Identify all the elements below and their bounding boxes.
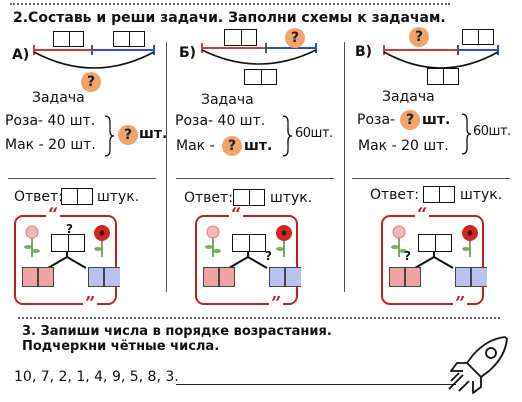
scheme-b — [201, 43, 317, 65]
task-label-a: Задача — [32, 90, 85, 106]
top-dotted-line — [10, 3, 450, 5]
total-b: 60шт. — [295, 126, 333, 141]
question-icon-b-poppy: ? — [222, 136, 242, 156]
rose-icon — [391, 225, 407, 257]
task3-title-line2: Подчеркни чётные числа. — [22, 339, 220, 354]
rose-unit-c: шт. — [422, 112, 451, 128]
open-quote: “ — [229, 204, 244, 225]
rose-icon — [205, 225, 221, 257]
rocket-icon — [448, 336, 508, 394]
card-cell-red-1[interactable] — [203, 267, 219, 287]
answer-box-c2[interactable] — [427, 68, 459, 85]
scheme-card-1: “ ” ? — [14, 206, 120, 313]
rose-line-b: Роза- 40 шт. — [175, 113, 266, 129]
answer-label-b: Ответ: — [184, 190, 233, 206]
card-cell-red-1[interactable] — [22, 267, 38, 287]
answer-box-c1[interactable] — [462, 29, 494, 45]
answer-unit-a: штук. — [97, 189, 140, 205]
rose-line-c-label: Роза- — [357, 112, 396, 128]
card-cell-red-2[interactable] — [405, 267, 421, 287]
question-icon-c: ? — [409, 27, 429, 47]
brace-c — [461, 113, 472, 155]
card-sum-box[interactable] — [418, 234, 452, 252]
open-quote: “ — [415, 204, 430, 225]
scheme-card-2: “ ” ? — [195, 206, 301, 313]
close-quote: ” — [83, 293, 98, 314]
card-cell-blue-2[interactable] — [471, 267, 487, 287]
column-divider-2 — [344, 42, 345, 292]
column-divider-1 — [166, 42, 167, 292]
divider-a — [8, 178, 156, 179]
task3-title-line1: 3. Запиши числа в порядке возрастания. — [22, 324, 332, 339]
scheme-a — [33, 45, 155, 69]
task-label-b: Задача — [201, 92, 254, 108]
letter-a: А) — [12, 47, 30, 63]
task3-answer-line[interactable] — [176, 384, 456, 385]
answer-unit-b: штук. — [270, 190, 313, 206]
poppy-unit-b: шт. — [244, 138, 273, 154]
poppy-line-a: Мак - 20 шт. — [5, 137, 96, 153]
rose-line-a: Роза- 40 шт. — [5, 113, 96, 129]
answer-unit-c: штук. — [460, 187, 503, 203]
sum-unit-a: шт. — [139, 126, 168, 142]
poppy-line-b-label: Мак - — [176, 138, 215, 154]
card-sum-box[interactable] — [51, 234, 85, 252]
answer-input-b[interactable] — [233, 189, 265, 206]
mid-dotted-line — [18, 317, 500, 319]
question-icon-a-sum: ? — [118, 125, 138, 145]
answer-box-a1[interactable] — [53, 31, 84, 47]
answer-box-a2[interactable] — [113, 31, 145, 47]
card-cell-red-1[interactable] — [389, 267, 405, 287]
letter-b: Б) — [179, 45, 197, 61]
close-quote: ” — [453, 293, 468, 314]
card-question-mark: ? — [404, 249, 411, 263]
card-cell-red-2[interactable] — [38, 267, 54, 287]
poppy-icon — [276, 225, 292, 257]
answer-input-a[interactable] — [61, 188, 93, 205]
card-cell-blue-2[interactable] — [104, 267, 120, 287]
open-quote: “ — [46, 204, 61, 225]
answer-label-c: Ответ: — [370, 187, 419, 203]
rose-icon — [24, 225, 40, 257]
card-branch — [47, 251, 87, 269]
answer-input-c[interactable] — [423, 186, 455, 203]
task-label-c: Задача — [382, 89, 435, 105]
card-cell-blue-2[interactable] — [285, 267, 301, 287]
close-quote: ” — [269, 293, 284, 314]
card-question-mark: ? — [265, 249, 272, 263]
answer-box-b2[interactable] — [244, 69, 277, 85]
question-icon-b: ? — [285, 28, 305, 48]
card-branch — [228, 251, 268, 269]
answer-box-b1[interactable] — [224, 29, 257, 46]
total-c: 60шт. — [473, 124, 511, 139]
card-sum-box[interactable] — [232, 234, 266, 252]
poppy-icon — [462, 225, 478, 257]
poppy-line-c: Мак - 20 шт. — [358, 138, 449, 154]
poppy-icon — [94, 225, 110, 257]
question-icon-c-rose: ? — [400, 110, 420, 130]
task3-title: 3. Запиши числа в порядке возрастания. П… — [22, 324, 332, 354]
card-question-mark: ? — [66, 222, 73, 236]
scheme-c — [383, 45, 499, 69]
brace-b — [282, 115, 293, 157]
question-icon-a: ? — [81, 72, 101, 92]
divider-c — [352, 178, 510, 179]
card-cell-red-2[interactable] — [219, 267, 235, 287]
scheme-card-3: “ ” ? — [381, 206, 487, 313]
divider-b — [176, 178, 334, 179]
card-cell-blue-1[interactable] — [269, 267, 285, 287]
card-cell-blue-1[interactable] — [455, 267, 471, 287]
card-cell-blue-1[interactable] — [88, 267, 104, 287]
task3-numbers: 10, 7, 2, 1, 4, 9, 5, 8, 3. — [14, 369, 179, 385]
letter-c: В) — [355, 44, 373, 60]
answer-label-a: Ответ: — [14, 189, 63, 205]
card-branch — [414, 251, 454, 269]
task2-title: 2.Составь и реши задачи. Заполни схемы к… — [13, 10, 446, 26]
brace-a — [104, 115, 115, 157]
